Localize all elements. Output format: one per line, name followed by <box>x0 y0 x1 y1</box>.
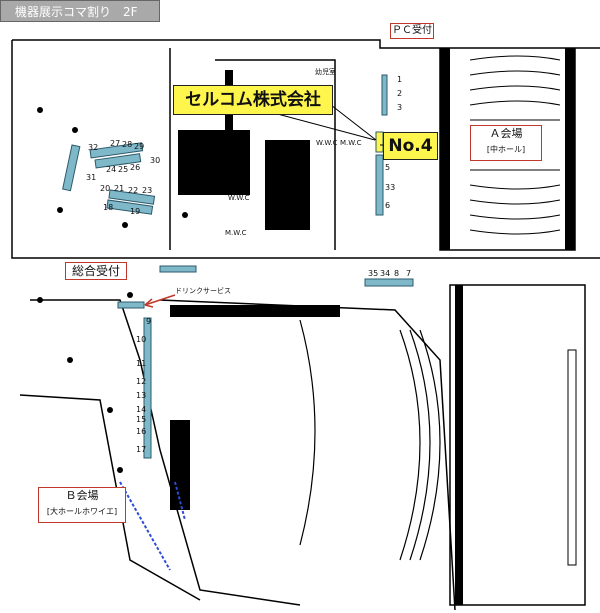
kids-room-label: 幼児室 <box>315 67 336 76</box>
booth-num: 34 <box>380 269 390 278</box>
booth-num: 16 <box>136 427 146 436</box>
hall-b-outline <box>159 299 456 611</box>
hall-a-label: Ａ会場 [中ホール] <box>470 125 542 161</box>
booth-num: 27 <box>110 139 120 148</box>
mid-wall <box>11 40 600 259</box>
drink-arrow <box>144 294 176 306</box>
drink-service-label: ドリンクサービス <box>175 286 231 295</box>
booth-num: 12 <box>136 377 146 386</box>
booth-31-32 <box>62 144 81 192</box>
booth-num: 13 <box>136 391 146 400</box>
stage-wall <box>455 285 463 605</box>
booth-num: 1 <box>397 75 402 84</box>
booth-num: 19 <box>130 207 140 216</box>
booth-num: 29 <box>134 142 144 151</box>
stage-block <box>449 284 586 606</box>
booth-num: 5 <box>385 163 390 172</box>
booth-num: 30 <box>150 156 160 165</box>
booth-num: 35 <box>368 269 378 278</box>
booth-5-6 <box>375 154 384 216</box>
booth-num: 8 <box>394 269 399 278</box>
hall-b-door-block <box>170 420 190 510</box>
hall-b-label: Ｂ会場 [大ホールホワイエ] <box>38 487 126 523</box>
booth-24-26 <box>94 153 142 169</box>
booth-num: 25 <box>118 165 128 174</box>
booth-num: 6 <box>385 201 390 210</box>
booth-num: 21 <box>114 184 124 193</box>
booth-strip <box>159 265 197 273</box>
hall-a-name: Ａ会場 <box>489 127 523 140</box>
drink-service-counter <box>117 301 145 309</box>
booth-num: 31 <box>86 173 96 182</box>
hall-a-wall <box>440 48 450 250</box>
booth-num: 32 <box>88 143 98 152</box>
hall-a-seating <box>469 55 561 235</box>
wc-label: M.W.C <box>340 139 362 147</box>
core-black-2 <box>265 140 310 230</box>
booth-num: 15 <box>136 415 146 424</box>
wc-label: W.W.C <box>316 139 338 147</box>
booth-no4-callout: No.4 <box>383 132 438 160</box>
booth-num: 17 <box>136 445 146 454</box>
general-reception-label: 総合受付 <box>65 262 127 280</box>
booth-20-23 <box>108 189 156 205</box>
booth-9-17 <box>143 317 152 459</box>
company-callout: セルコム株式会社 <box>173 85 333 115</box>
wc-label: W.W.C <box>228 194 250 202</box>
hall-b-top-wall <box>170 305 340 317</box>
booth-num: 11 <box>136 359 146 368</box>
booth-num: 20 <box>100 184 110 193</box>
booth-4-highlight <box>375 131 384 153</box>
booth-num: 10 <box>136 335 146 344</box>
hall-a-wall-2 <box>565 48 575 250</box>
hall-b-dashed-line <box>119 481 171 571</box>
core-outline <box>215 59 336 250</box>
hall-b-name: Ｂ会場 <box>65 489 99 502</box>
booth-num: 33 <box>385 183 395 192</box>
booth-num: 28 <box>122 140 132 149</box>
hall-a-sub: [中ホール] <box>486 145 526 154</box>
outer-curve <box>19 394 201 601</box>
core-black-1 <box>178 130 250 195</box>
pc-reception-label: ＰＣ受付 <box>390 23 434 39</box>
wc-label: M.W.C <box>225 229 247 237</box>
booth-num: 9 <box>146 317 151 326</box>
booth-num: 7 <box>406 269 411 278</box>
company-leader <box>269 111 376 141</box>
booth-num: 14 <box>136 405 146 414</box>
map-title: 機器展示コマ割り 2F <box>0 0 160 22</box>
stage-edge <box>567 349 577 566</box>
booth-num: 23 <box>142 186 152 195</box>
north-wall <box>12 39 600 49</box>
company-leader-2 <box>330 104 377 141</box>
booth-27-29 <box>89 142 144 159</box>
booth-num: 22 <box>128 186 138 195</box>
foyer-curve <box>30 299 301 606</box>
booth-num: 18 <box>103 203 113 212</box>
booth-18-19 <box>106 199 154 215</box>
booth-35-7 <box>364 278 414 287</box>
booth-num: 2 <box>397 89 402 98</box>
booth-num: 26 <box>130 163 140 172</box>
hall-b-sub: [大ホールホワイエ] <box>46 507 118 516</box>
hall-b-seating <box>299 319 441 561</box>
booth-num: 3 <box>397 103 402 112</box>
booth-num: 24 <box>106 165 116 174</box>
booth-1-3 <box>381 74 388 116</box>
